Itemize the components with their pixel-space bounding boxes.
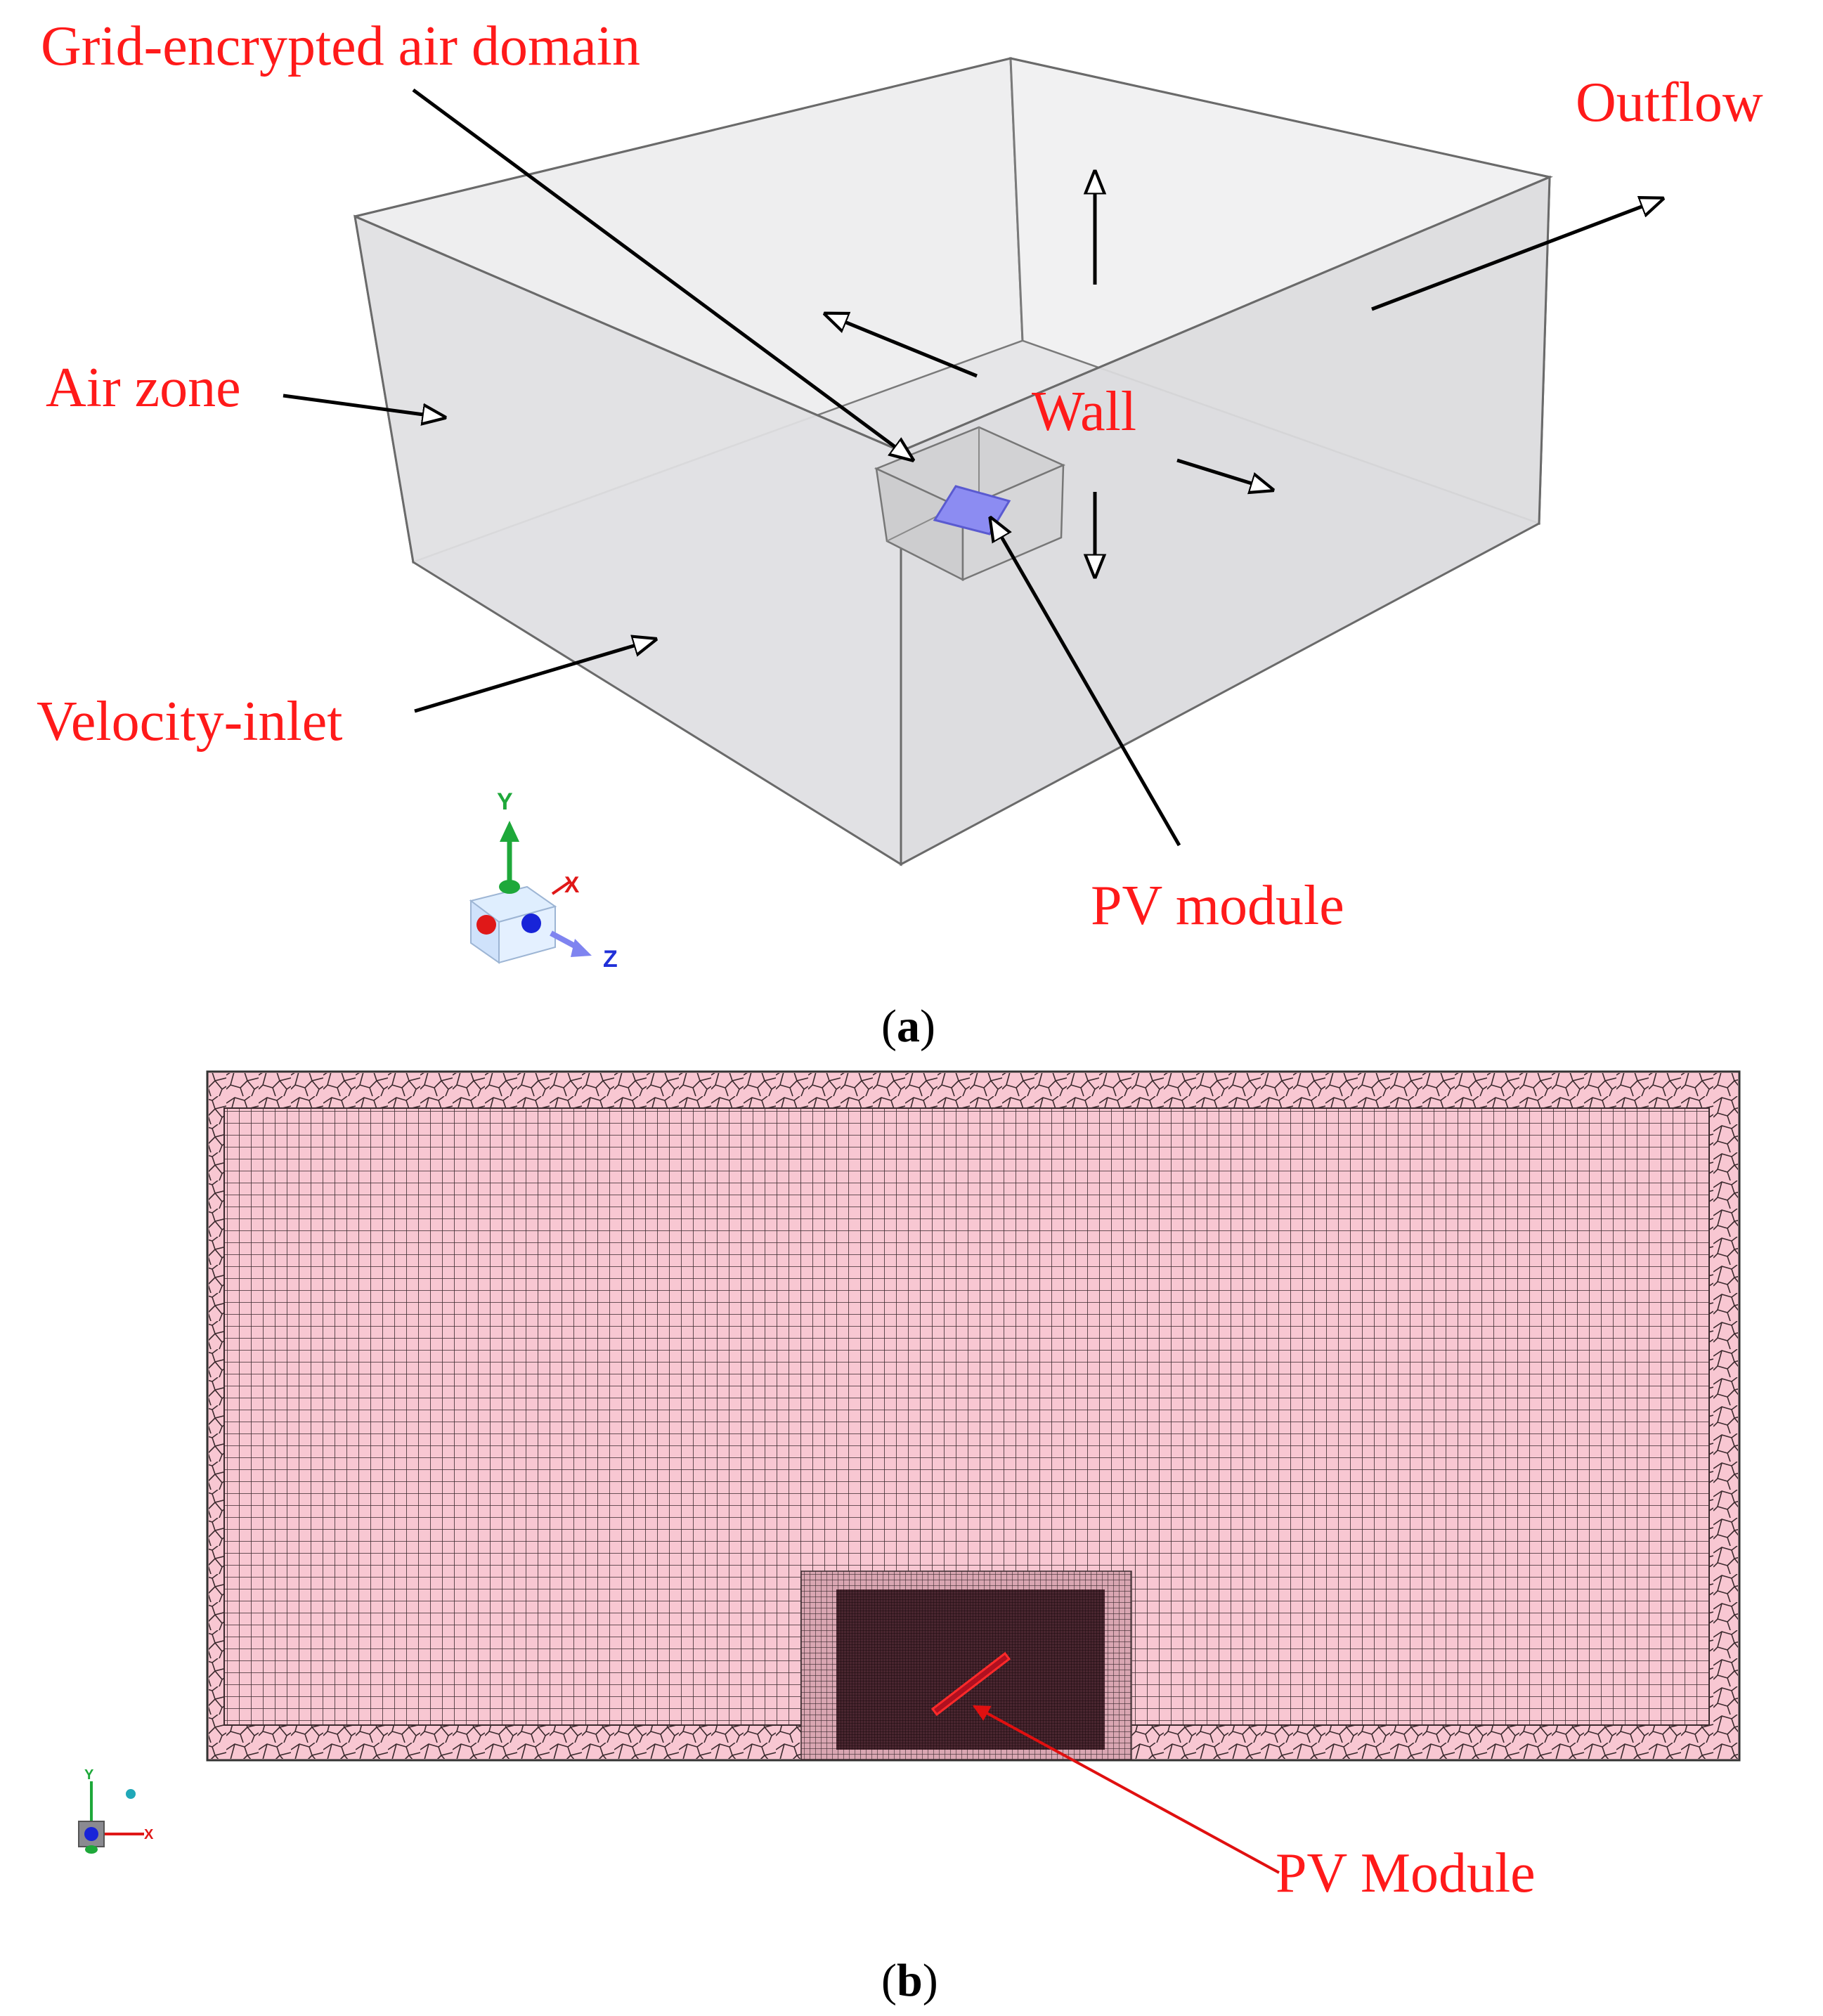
caption-b: (b) <box>881 1955 938 2006</box>
caption-a: (a) <box>881 1001 935 1052</box>
velocity-inlet-label: Velocity-inlet <box>37 691 342 753</box>
air-zone-label: Air zone <box>46 357 241 419</box>
panel-b-mesh: PV Module Y X (b) <box>79 1072 1739 2006</box>
triad-b-x-label: X <box>144 1827 154 1842</box>
axis-triad-2d: Y X <box>79 1767 154 1854</box>
wall-label: Wall <box>1032 381 1136 443</box>
outflow-label: Outflow <box>1576 72 1763 134</box>
mesh-pv-label: PV Module <box>1276 1842 1536 1904</box>
mesh-poly-left <box>209 1073 224 1759</box>
triad-b-y-label: Y <box>84 1767 94 1783</box>
pv-module-label: PV module <box>1091 875 1344 937</box>
triad-a-x-label: X <box>564 872 580 897</box>
mesh-poly-top <box>209 1073 1738 1108</box>
axis-triad-3d: Y X Z <box>471 788 618 973</box>
panel-a-3d-domain: Grid-encrypted air domain Outflow Air zo… <box>37 15 1763 1052</box>
mesh-dense-zone <box>836 1589 1105 1750</box>
mesh-poly-right <box>1709 1073 1738 1759</box>
triad-a-y-label: Y <box>497 788 513 815</box>
triad-a-z-label: Z <box>603 946 618 973</box>
grid-encrypted-label: Grid-encrypted air domain <box>41 15 640 77</box>
